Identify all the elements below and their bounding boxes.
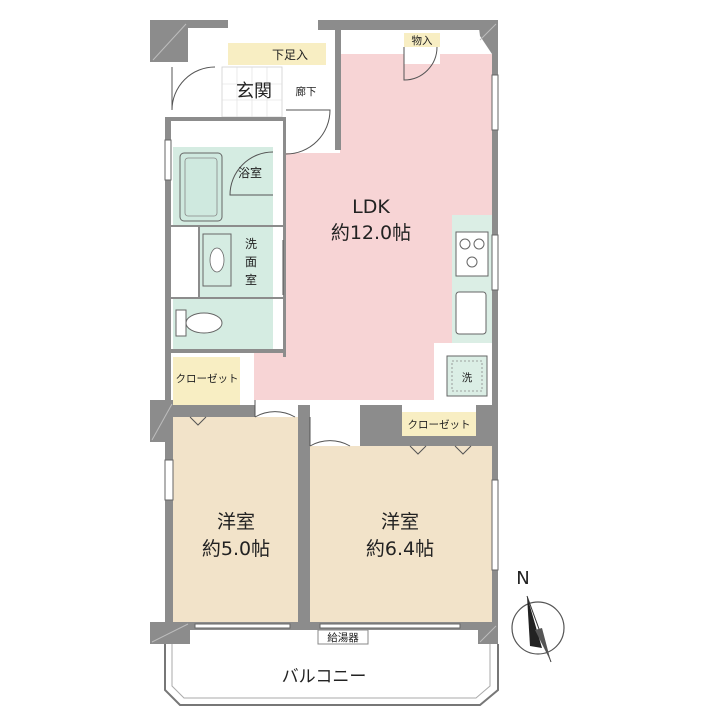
western-room-left-floor [173, 417, 298, 622]
balcony-label: バルコニー [282, 667, 367, 687]
closet-right-label: クローゼット [408, 419, 471, 431]
hallway-label: 廊下 [296, 85, 317, 98]
washer-label: 洗 [462, 372, 473, 384]
shoe-storage-label: 下足入 [272, 48, 308, 62]
washroom-label-3: 室 [245, 272, 257, 287]
compass [511, 595, 565, 663]
bath-label: 浴室 [238, 165, 262, 180]
western-room-right-label: 洋室 [381, 511, 419, 533]
entrance-tile-grid [222, 67, 282, 117]
washer-pan [446, 355, 488, 397]
closet-right-floor [402, 412, 476, 436]
compass-north-label: N [516, 568, 529, 589]
water-heater-label: 給湯器 [327, 631, 359, 644]
ldk-floor [254, 54, 492, 400]
shoe-storage-floor [228, 43, 326, 65]
washroom-label-2: 面 [245, 255, 257, 269]
stove [455, 231, 489, 277]
closet-left-floor [173, 357, 240, 405]
water-heater [317, 629, 369, 645]
storage-label: 物入 [412, 34, 433, 47]
entrance-label: 玄関 [236, 81, 272, 102]
western-room-left-label: 洋室 [217, 511, 255, 533]
storage-floor [404, 33, 440, 47]
ldk-area: 約12.0帖 [331, 222, 411, 244]
western-room-right-area: 約6.4帖 [366, 538, 434, 560]
windows [164, 74, 499, 629]
doors [171, 46, 472, 455]
washroom-label-1: 洗 [245, 237, 257, 251]
wall-hatch [151, 23, 497, 643]
bathtub [179, 152, 223, 222]
toilet [175, 309, 223, 337]
kitchen-sink [455, 291, 487, 335]
western-room-right-floor [310, 446, 492, 622]
balcony-rail [164, 644, 499, 706]
western-room-left-area: 約5.0帖 [202, 538, 270, 560]
ldk-label: LDK [352, 196, 390, 218]
closet-left-label: クローゼット [176, 373, 239, 385]
